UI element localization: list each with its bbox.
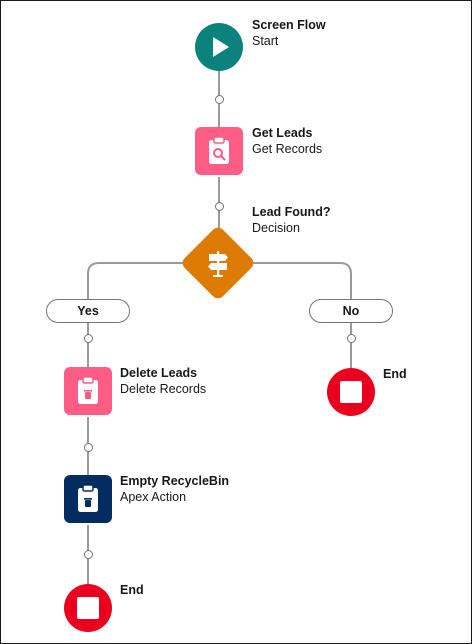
delete-leads-node[interactable] — [64, 367, 112, 415]
stop-icon — [77, 597, 99, 619]
decision-label: Lead Found? Decision — [252, 204, 330, 236]
connector-decision-yes — [87, 262, 191, 360]
end-node-right[interactable] — [327, 368, 375, 416]
start-subtitle: Start — [252, 34, 279, 48]
decision-subtitle: Decision — [252, 221, 300, 235]
branch-yes-pill[interactable]: Yes — [46, 299, 130, 323]
signpost-icon — [208, 251, 228, 277]
end-right-title: End — [383, 367, 407, 381]
delete-leads-title: Delete Leads — [120, 366, 198, 380]
clipboard-search-icon — [209, 136, 229, 164]
start-label: Screen Flow Start — [252, 17, 326, 49]
empty-recyclebin-label: Empty RecycleBin Apex Action — [120, 473, 229, 505]
end-left-label: End — [120, 582, 144, 598]
connector-decision-no — [245, 262, 352, 368]
delete-leads-subtitle: Delete Records — [120, 382, 207, 396]
branch-no-pill[interactable]: No — [309, 299, 393, 323]
start-title: Screen Flow — [252, 18, 326, 32]
get-leads-label: Get Leads Get Records — [252, 125, 322, 157]
connector-dot[interactable] — [84, 334, 93, 343]
end-right-label: End — [383, 366, 407, 382]
start-node[interactable] — [195, 23, 243, 71]
connector-dot[interactable] — [84, 550, 93, 559]
clipboard-trash-icon — [78, 484, 98, 512]
decision-icon-wrap — [198, 243, 238, 283]
get-leads-title: Get Leads — [252, 126, 313, 140]
clipboard-trash-icon — [78, 376, 98, 404]
connector-dot[interactable] — [215, 202, 224, 211]
connector-dot[interactable] — [215, 95, 224, 104]
get-leads-node[interactable] — [195, 127, 243, 175]
end-node-left[interactable] — [64, 584, 112, 632]
delete-leads-label: Delete Leads Delete Records — [120, 365, 206, 397]
empty-recyclebin-subtitle: Apex Action — [120, 490, 187, 504]
empty-recyclebin-node[interactable] — [64, 475, 112, 523]
connector-dot[interactable] — [347, 334, 356, 343]
play-icon — [213, 37, 229, 57]
connector-dot[interactable] — [84, 443, 93, 452]
decision-title: Lead Found? — [252, 205, 331, 219]
get-leads-subtitle: Get Records — [252, 142, 323, 156]
end-left-title: End — [120, 583, 144, 597]
empty-recyclebin-title: Empty RecycleBin — [120, 474, 230, 488]
stop-icon — [340, 381, 362, 403]
